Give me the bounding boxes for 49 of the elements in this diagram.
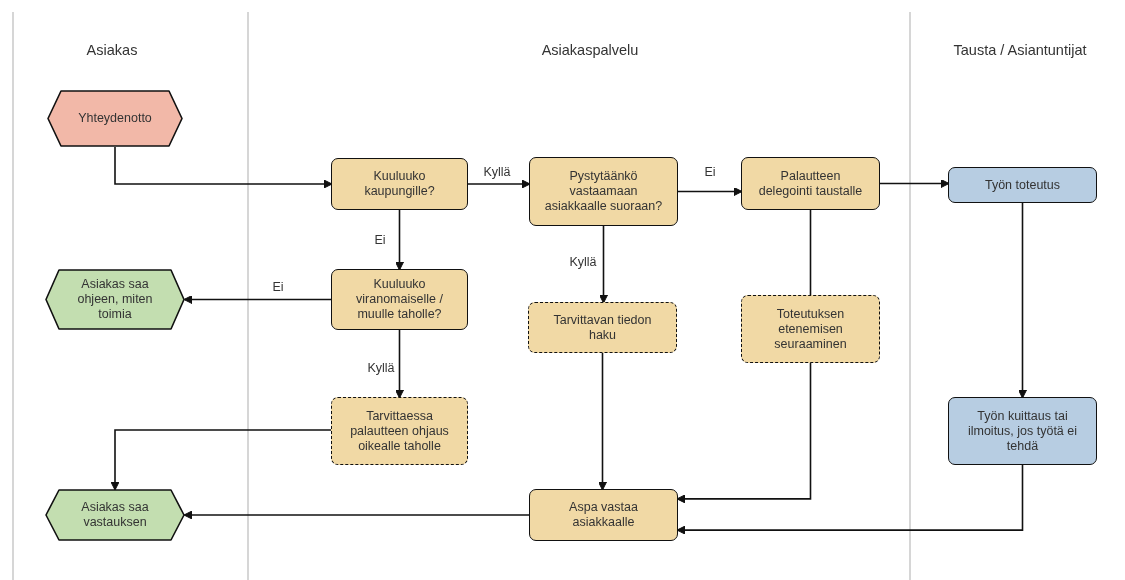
- lane-header: Asiakas: [86, 42, 138, 58]
- node-text: Aspa vastaa asiakkaalle: [568, 500, 639, 530]
- terminal-hexagon: [45, 269, 185, 330]
- node-text: Tarvittaessa palautteen ohjaus oikealle taholle: [349, 408, 450, 454]
- node-text: Yhteydenotto: [77, 111, 153, 126]
- arrow: [183, 295, 332, 304]
- node-text: Kuuluuko kaupungille?: [363, 169, 436, 199]
- arrow: [677, 187, 743, 196]
- process-box: [948, 397, 1097, 465]
- arrow: [676, 464, 1024, 535]
- process-box: [331, 158, 468, 210]
- arrow: [599, 225, 608, 304]
- node-text: Työn toteutus: [983, 177, 1062, 193]
- lane-header: Tausta / Asiantuntijat: [953, 42, 1087, 58]
- process-box: [948, 167, 1097, 203]
- node-text: Tarvittavan tiedon haku: [552, 312, 653, 343]
- arrow: [110, 429, 332, 491]
- node-text: Työn kuittaus tai ilmoitus, jos työtä ei tehdä: [966, 408, 1079, 454]
- optional-step-box: [331, 397, 468, 465]
- process-box: [529, 489, 678, 541]
- node-text: Toteutuksen etenemisen seuraaminen: [773, 306, 848, 352]
- arrow: [879, 179, 950, 188]
- optional-step-box: [528, 302, 677, 353]
- arrow: [183, 510, 530, 520]
- edge-label: Kyllä: [567, 255, 599, 269]
- node-text: Pystytäänkö vastaamaan asiakkaalle suoraan?: [543, 169, 664, 214]
- node-text: Kuuluuko viranomaiselle / muulle taholle?: [355, 277, 444, 322]
- node-text: Asiakas saa vastauksen: [80, 500, 150, 530]
- lane-header: Asiakaspalvelu: [541, 42, 639, 58]
- edge-label: Ei: [702, 165, 718, 179]
- terminal-hexagon: [45, 489, 185, 541]
- arrow: [395, 329, 404, 399]
- arrow: [114, 146, 333, 189]
- arrow: [676, 362, 812, 504]
- arrow: [1018, 202, 1027, 399]
- edge-label: Kyllä: [481, 165, 513, 179]
- node-text: Palautteen delegointi taustalle: [757, 168, 864, 199]
- edge-label: Kyllä: [365, 361, 397, 375]
- arrow: [467, 179, 531, 189]
- terminal-hexagon: [47, 90, 183, 147]
- process-box: [741, 157, 880, 210]
- process-box: [529, 157, 678, 226]
- arrow: [395, 209, 404, 271]
- process-box: [331, 269, 468, 330]
- arrow: [598, 352, 607, 491]
- edge-label: Ei: [270, 280, 286, 294]
- optional-step-box: [741, 295, 880, 363]
- node-text: Asiakas saa ohjeen, miten toimia: [76, 277, 154, 322]
- edge-label: Ei: [372, 233, 388, 247]
